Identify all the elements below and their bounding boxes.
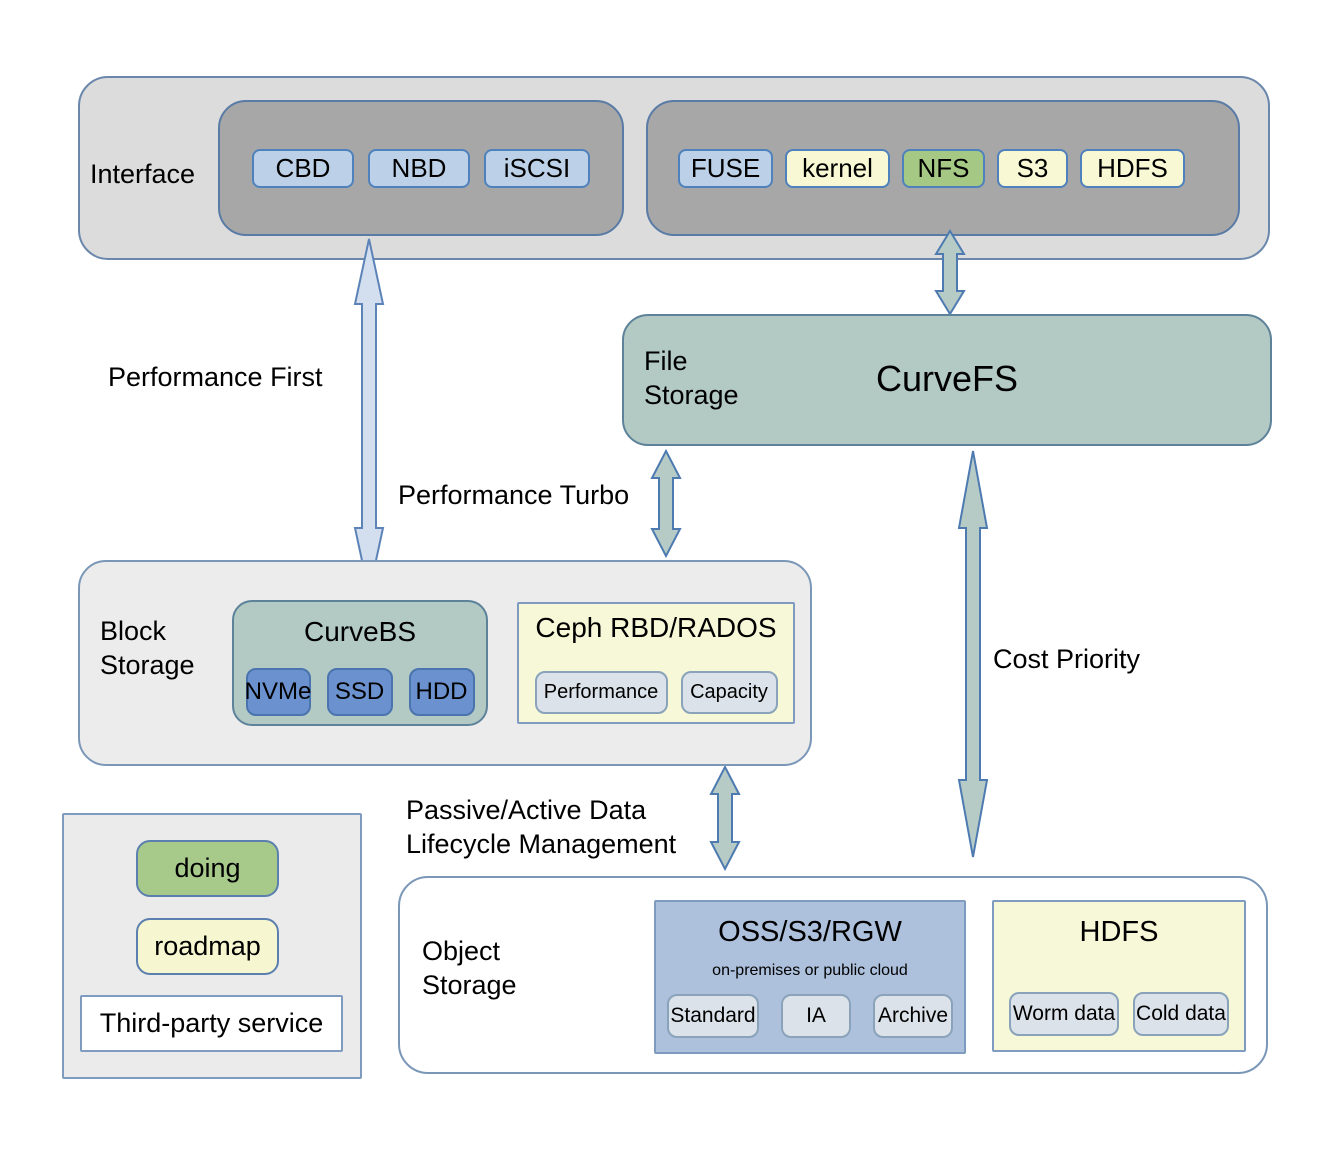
ceph-pool-performance: Performance bbox=[534, 671, 668, 714]
oss-subtitle: on-premises or public cloud bbox=[712, 962, 908, 979]
oss-title: OSS/S3/RGW bbox=[718, 916, 902, 948]
hdfs-tier-cold: Cold data bbox=[1133, 992, 1229, 1036]
file-storage-label-line1: File bbox=[644, 346, 688, 376]
curvefs-title: CurveFS bbox=[875, 358, 1019, 399]
interface-chip-nfs: NFS bbox=[902, 148, 985, 188]
oss-tier-standard: Standard bbox=[667, 994, 759, 1038]
cost-priority-arrow bbox=[957, 450, 989, 858]
device-chip-nvme: NVMe bbox=[245, 668, 311, 716]
cost-priority-label: Cost Priority bbox=[993, 644, 1141, 674]
object-storage-label-line2: Storage bbox=[422, 970, 517, 1000]
block-storage-label-line1: Block bbox=[100, 616, 167, 646]
performance-turbo-arrow bbox=[650, 448, 682, 559]
object-storage-label: Object Storage bbox=[422, 934, 517, 1002]
curvebs-box: CurveBS NVMe SSD HDD bbox=[232, 600, 488, 726]
interface-chip-s3: S3 bbox=[997, 148, 1068, 188]
interface-chip-cbd: CBD bbox=[252, 148, 354, 188]
oss-tier-ia: IA bbox=[781, 994, 851, 1038]
oss-box: OSS/S3/RGW on-premises or public cloud S… bbox=[654, 900, 966, 1054]
lifecycle-arrow bbox=[709, 764, 741, 872]
lifecycle-label-line2: Lifecycle Management bbox=[406, 829, 677, 859]
legend-third-party: Third-party service bbox=[80, 995, 343, 1052]
interface-chip-iscsi: iSCSI bbox=[484, 148, 590, 188]
file-storage-label: File Storage bbox=[644, 344, 739, 412]
curvebs-title: CurveBS bbox=[303, 616, 417, 647]
ceph-box: Ceph RBD/RADOS Performance Capacity bbox=[517, 602, 795, 724]
block-interface-group: CBD NBD iSCSI bbox=[218, 100, 624, 236]
performance-first-arrow bbox=[353, 238, 385, 594]
fuse-to-curvefs-arrow bbox=[934, 229, 966, 316]
object-storage-container: Object Storage OSS/S3/RGW on-premises or… bbox=[398, 876, 1268, 1074]
legend-box: doing roadmap Third-party service bbox=[62, 813, 362, 1079]
legend-roadmap: roadmap bbox=[136, 918, 279, 975]
interface-chip-fuse: FUSE bbox=[678, 148, 773, 188]
interface-label: Interface bbox=[90, 159, 196, 189]
ceph-title: Ceph RBD/RADOS bbox=[535, 612, 777, 643]
lifecycle-label-line1: Passive/Active Data bbox=[406, 795, 647, 825]
device-chip-hdd: HDD bbox=[408, 668, 475, 716]
curvefs-box: File Storage CurveFS bbox=[622, 314, 1272, 446]
file-storage-label-line2: Storage bbox=[644, 380, 739, 410]
file-interface-group: FUSE kernel NFS S3 HDFS bbox=[646, 100, 1240, 236]
legend-doing: doing bbox=[136, 840, 279, 897]
hdfs-title: HDFS bbox=[1079, 916, 1159, 948]
hdfs-box: HDFS Worm data Cold data bbox=[992, 900, 1246, 1052]
interface-chip-kernel: kernel bbox=[785, 148, 890, 188]
block-storage-container: Block Storage CurveBS NVMe SSD HDD Ceph … bbox=[78, 560, 812, 766]
hdfs-tier-worm: Worm data bbox=[1009, 992, 1119, 1036]
oss-tier-archive: Archive bbox=[873, 994, 953, 1038]
performance-turbo-label: Performance Turbo bbox=[398, 480, 630, 510]
lifecycle-label: Passive/Active Data Lifecycle Management bbox=[406, 793, 676, 861]
block-storage-label-line2: Storage bbox=[100, 650, 195, 680]
device-chip-ssd: SSD bbox=[326, 668, 393, 716]
object-storage-label-line1: Object bbox=[422, 936, 501, 966]
performance-first-label: Performance First bbox=[108, 362, 323, 392]
interface-chip-nbd: NBD bbox=[368, 148, 470, 188]
ceph-pool-capacity: Capacity bbox=[680, 671, 778, 714]
block-storage-label: Block Storage bbox=[100, 614, 195, 682]
interface-chip-hdfs: HDFS bbox=[1080, 148, 1185, 188]
